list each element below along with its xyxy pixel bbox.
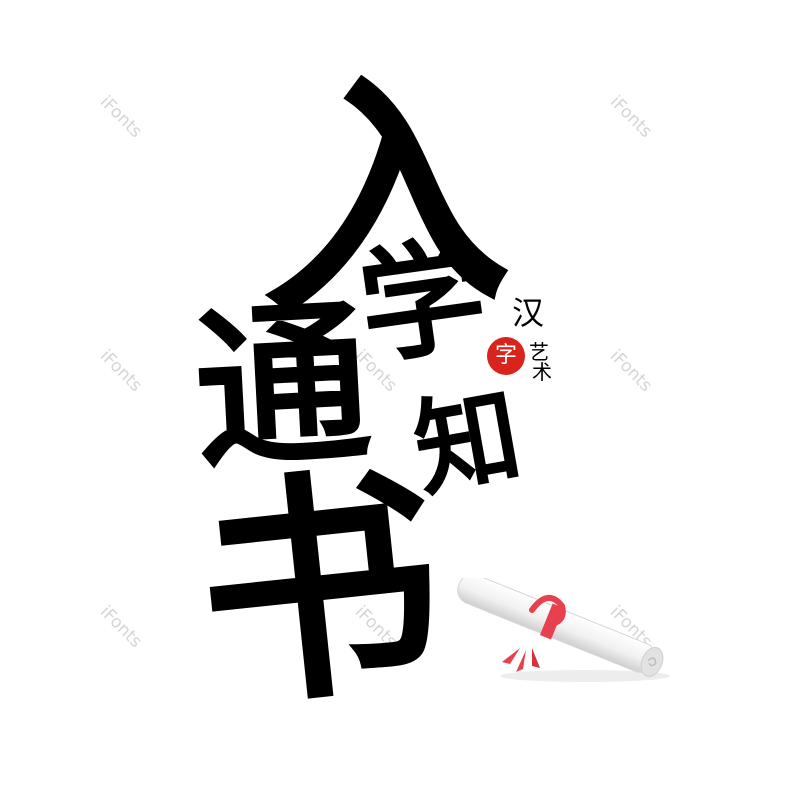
watermark-text: iFonts (95, 346, 146, 396)
watermark-text: iFonts (95, 602, 146, 652)
seal-char-shu: 术 (532, 360, 552, 384)
seal-char-yi: 艺 (529, 340, 549, 364)
watermark-text: iFonts (605, 92, 656, 142)
diploma-scroll-icon (440, 573, 680, 688)
title-char-xue: 学 (350, 221, 495, 383)
seal-char-han: 汉 (512, 294, 545, 332)
seal-badge: 字 (487, 337, 525, 375)
diploma-scroll-graphic (457, 573, 670, 682)
watermark-text: iFonts (95, 92, 146, 142)
watermark-text: iFonts (605, 346, 656, 396)
title-char-shu: 书 (185, 437, 455, 743)
seal-mark: 汉 字 艺 术 (482, 292, 592, 402)
